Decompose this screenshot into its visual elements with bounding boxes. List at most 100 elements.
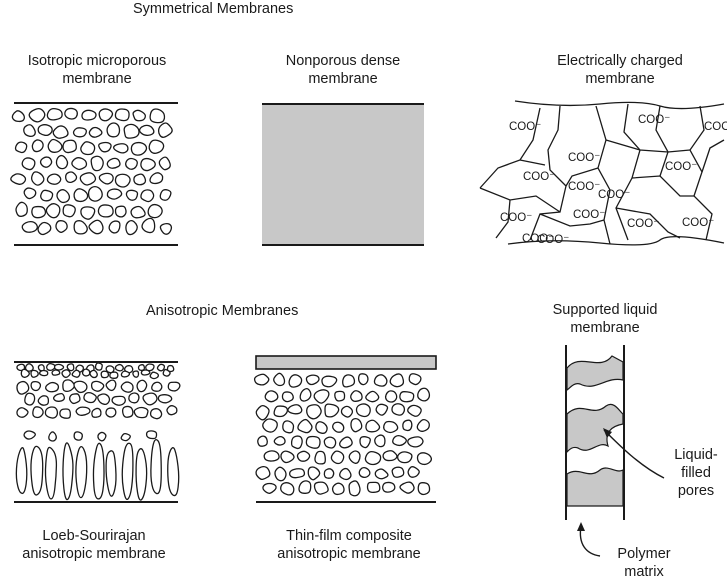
pore-particle [375,403,389,416]
thinfilm-caption-line2: anisotropic membrane [277,546,421,562]
pore-particle [159,223,173,235]
liquid-pore-1 [566,355,624,392]
pore-particle [37,221,52,236]
pore-particle [382,450,398,462]
pore-particle [274,466,287,482]
pore-particle [114,173,131,188]
pore-particle [88,219,104,235]
pore-particle [149,108,166,124]
pore-particle [416,452,433,466]
pore-particle [383,420,399,434]
pore-particle [44,406,59,419]
loeb-caption-line1: Loeb-Sourirajan [42,528,146,544]
pore-particle [323,468,335,479]
pore-particle [359,436,371,449]
pore-particle [340,405,354,418]
pore-particle [81,109,97,121]
pore-particle [37,124,53,137]
pore-particle [55,220,68,233]
pore-particle [52,125,69,139]
pore-particle [105,450,117,497]
pores-annotation: Liquid- filled pores [667,446,725,500]
pore-particle [55,154,69,170]
pore-particle [59,408,72,419]
pore-particle [121,442,134,501]
pore-particle [299,387,312,402]
pore-particle [73,380,88,394]
thinfilm-caption: Thin-film composite anisotropic membrane [256,527,442,563]
pore-particle [71,157,88,171]
pore-particle [166,405,178,416]
pore-particle [159,189,172,201]
pore-particle [350,417,363,433]
pore-particle [80,206,96,220]
pore-particle [280,450,295,464]
pore-particle [158,156,171,171]
thin-film-composite-illustration [253,355,437,503]
pore-particle [23,187,37,200]
pore-particle [45,362,56,372]
pore-particle [306,404,322,420]
pore-particle [321,375,338,388]
pore-particle [145,363,155,372]
pore-particle [150,439,162,495]
pore-particle [23,124,36,137]
supported-liquid-illustration [565,345,665,557]
pore-particle [30,445,44,496]
pore-particle [389,373,405,388]
charged-membrane-illustration: COO⁻COO⁻COO⁻COO⁻COO⁻COO⁻COO⁻COO⁻COO⁻COO⁻… [479,100,727,246]
pore-particle [408,373,422,386]
pore-particle [31,139,44,153]
pore-particle [98,141,112,153]
pore-particle [298,480,312,494]
pore-particle [89,369,98,379]
pore-particle [342,374,356,388]
coo-label: COO⁻ [704,121,727,133]
pore-particle [51,369,61,376]
pore-particle [16,407,29,418]
pore-particle [75,446,88,499]
pore-particle [331,482,345,496]
coo-label: COO⁻ [627,218,659,230]
pore-particle [402,419,413,432]
pore-particle [24,392,36,406]
pore-particle [399,481,415,494]
pore-particle [364,450,382,466]
pore-particle [357,373,369,386]
pore-particle [28,108,46,123]
pore-particle [148,139,165,154]
pore-particle [37,395,50,406]
isotropic-caption-line2: membrane [62,71,132,87]
pore-particle [281,391,294,403]
pore-particle [91,407,102,418]
pore-particle [407,436,424,448]
pore-particle [365,390,380,403]
pore-particle [73,431,83,441]
pore-particle [106,122,121,138]
pore-particle [151,381,163,392]
pore-particle [81,368,91,377]
pore-particle [88,126,103,138]
coo-label: COO⁻ [500,212,532,224]
pore-particle [132,109,146,122]
loeb-pore-particles [15,362,181,501]
pore-particle [391,466,405,478]
pore-particle [105,407,117,418]
pore-particle [10,173,27,185]
pore-particle [24,363,34,372]
pore-particle [80,141,96,156]
pore-particle [105,365,115,374]
coo-label: COO⁻ [568,152,600,164]
liquid-caption: Supported liquid membrane [525,301,685,337]
pore-particle [15,447,28,495]
pore-particle [280,482,295,496]
pore-particle [355,403,371,418]
pore-particle [330,450,345,465]
pore-particle [30,380,42,392]
coo-label: COO⁻ [568,181,600,193]
pore-particle [305,435,321,449]
pore-particle [31,205,47,219]
pore-particle [14,141,28,154]
liquid-pore-3 [566,467,624,507]
pore-particle [73,220,88,235]
